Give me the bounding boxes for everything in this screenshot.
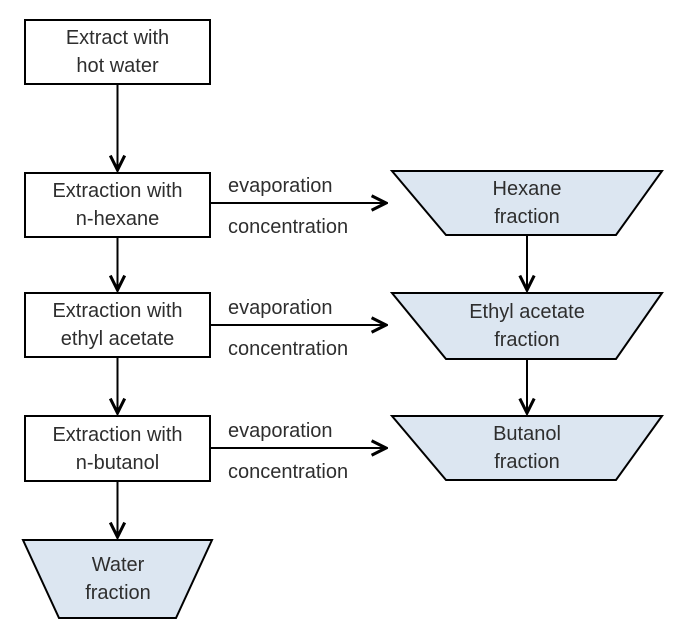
fraction-shape-water — [21, 539, 214, 619]
fraction-shape-ethyl-acetate — [389, 292, 664, 360]
process-box-extract-hot-water: Extract with hot water — [24, 19, 211, 85]
process-box-extraction-ethyl-acetate: Extraction with ethyl acetate — [24, 292, 211, 358]
label-concentration-3: concentration — [228, 461, 349, 483]
label-evaporation-2: evaporation — [228, 297, 333, 319]
label-evaporation-1: evaporation — [228, 175, 333, 197]
label-concentration-2: concentration — [228, 338, 349, 360]
process-box-extraction-n-hexane: Extraction with n-hexane — [24, 172, 211, 238]
label-evaporation-3: evaporation — [228, 420, 333, 442]
process-box-extraction-n-butanol: Extraction with n-butanol — [24, 415, 211, 482]
label-concentration-1: concentration — [228, 216, 349, 238]
fraction-shape-butanol — [389, 415, 664, 481]
fraction-shape-hexane — [389, 170, 664, 236]
